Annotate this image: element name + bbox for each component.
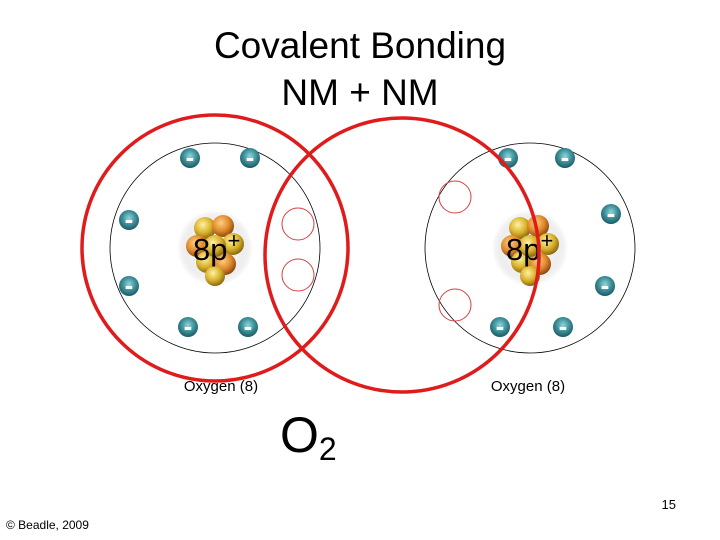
electron-charge-symbol: - — [607, 198, 616, 228]
left-atom-electron: - — [178, 311, 198, 341]
title-line-2: NM + NM — [281, 72, 439, 113]
electrons: - - - - - - - - - - - - — [119, 142, 621, 341]
right-atom-electron: - — [595, 270, 615, 300]
electron-dot — [119, 276, 139, 296]
left-atom-electron: - — [238, 311, 258, 341]
electron-dot — [238, 317, 258, 337]
electron-charge-symbol: - — [244, 311, 253, 341]
right-atom-electron: - — [490, 311, 510, 341]
electron-charge-symbol: - — [504, 142, 513, 172]
electron-charge-symbol: - — [186, 142, 195, 172]
left-orbital-slot-top — [281, 207, 315, 241]
electron-dot — [119, 210, 139, 230]
electron-charge-symbol: - — [125, 204, 134, 234]
right-atom-electron: - — [553, 311, 573, 341]
left-atom-caption: Oxygen (8) — [184, 378, 258, 395]
right-nucleus — [492, 210, 568, 286]
title-line-1: Covalent Bonding — [213, 25, 507, 66]
electron-charge-symbol: - — [559, 311, 568, 341]
right-nucleus-label: 8p+ — [506, 228, 553, 267]
electron-dot — [601, 204, 621, 224]
electron-charge-symbol: - — [601, 270, 610, 300]
electron-charge-symbol: - — [246, 142, 255, 172]
electron-dot — [553, 317, 573, 337]
right-orbital-slot-bottom — [438, 288, 472, 322]
slide-title: Covalent Bonding NM + NM — [0, 22, 720, 116]
right-atom-electron: - — [555, 142, 575, 172]
electron-dot — [555, 148, 575, 168]
electron-charge-symbol: - — [184, 311, 193, 341]
left-nucleus-label: 8p+ — [193, 228, 240, 267]
electron-dot — [240, 148, 260, 168]
molecule-formula: O2 — [280, 405, 337, 479]
right-electron-shell — [424, 142, 636, 354]
right-atom-caption: Oxygen (8) — [491, 378, 565, 395]
slide-number: 15 — [661, 497, 676, 512]
left-bond-circle — [80, 113, 350, 383]
left-electron-shell — [109, 142, 321, 354]
right-bond-circle — [263, 116, 541, 394]
left-atom-electron: - — [119, 270, 139, 300]
electron-dot — [178, 317, 198, 337]
left-atom-electron: - — [119, 204, 139, 234]
right-orbital-slot-top — [438, 180, 472, 214]
left-atom-electron: - — [180, 142, 200, 172]
electron-dot — [180, 148, 200, 168]
formula-base: O — [280, 407, 319, 463]
left-atom-electron: - — [240, 142, 260, 172]
electron-charge-symbol: - — [496, 311, 505, 341]
left-nucleus — [177, 210, 253, 286]
electron-charge-symbol: - — [125, 270, 134, 300]
copyright-notice: © Beadle, 2009 — [6, 518, 89, 532]
right-atom-electron: - — [601, 198, 621, 228]
left-orbital-slot-bottom — [281, 258, 315, 292]
electron-dot — [595, 276, 615, 296]
electron-dot — [490, 317, 510, 337]
electron-charge-symbol: - — [561, 142, 570, 172]
formula-subscript: 2 — [318, 431, 337, 467]
